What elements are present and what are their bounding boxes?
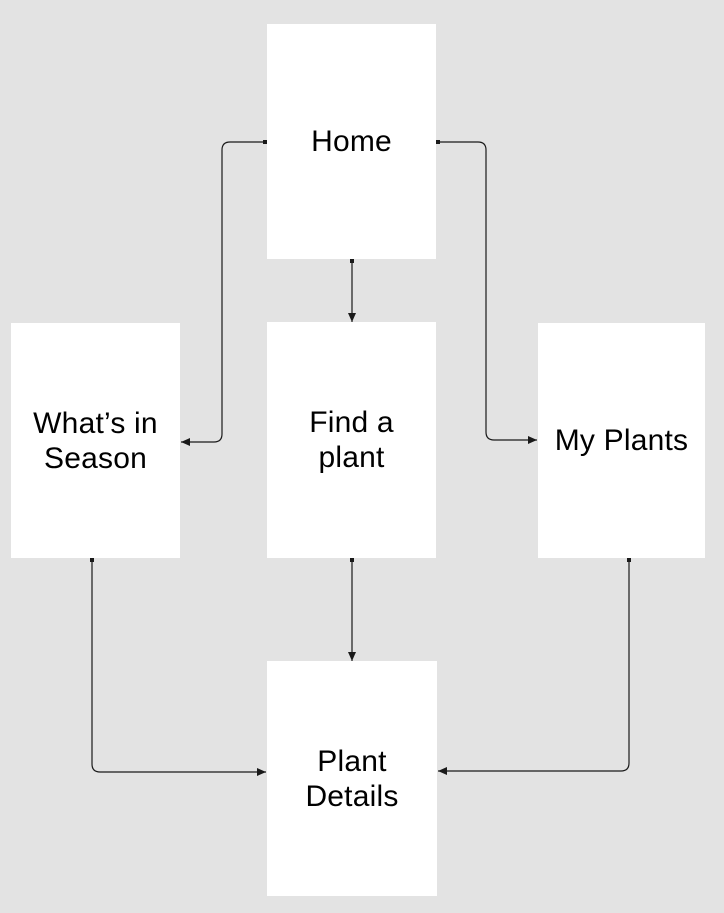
node-plant-details[interactable]: Plant Details bbox=[267, 661, 437, 896]
node-my-plants[interactable]: My Plants bbox=[538, 323, 705, 558]
node-whats-in-season[interactable]: What’s in Season bbox=[11, 323, 180, 558]
edge-home-to-whats-in-season[interactable] bbox=[181, 140, 267, 446]
node-my-plants-label: My Plants bbox=[554, 424, 689, 457]
node-whats-in-season-label: What’s in Season bbox=[33, 406, 158, 475]
node-plant-details-label: Plant Details bbox=[305, 744, 399, 813]
node-home[interactable]: Home bbox=[267, 24, 436, 259]
edge-home-to-my-plants[interactable] bbox=[436, 140, 537, 444]
edge-my-plants-to-plant-details[interactable] bbox=[438, 558, 631, 775]
node-find-a-plant-label: Find a plant bbox=[309, 406, 394, 474]
edge-whats-in-season-to-plant-details[interactable] bbox=[90, 558, 266, 776]
node-home-label: Home bbox=[311, 125, 392, 158]
node-find-a-plant[interactable]: Find a plant bbox=[267, 322, 436, 558]
